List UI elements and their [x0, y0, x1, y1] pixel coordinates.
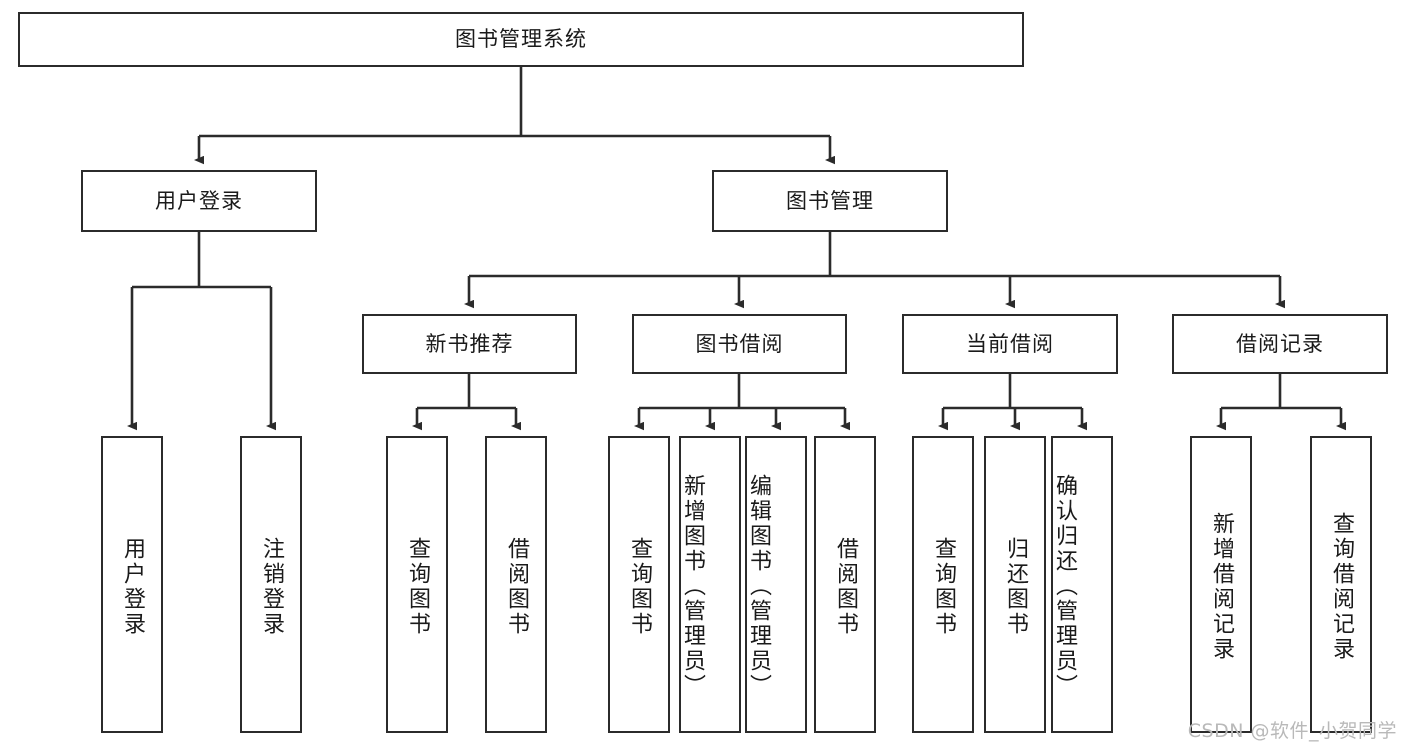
watermark-text: CSDN @软件_小贺同学 [1187, 720, 1397, 742]
node-leaf-query-book-2-label: 查询图书 [627, 536, 652, 637]
node-leaf-add-book-admin[interactable]: 新增图书（管理员） [679, 436, 741, 733]
node-book-management-label: 图书管理 [786, 188, 874, 213]
node-leaf-query-book-2[interactable]: 查询图书 [608, 436, 670, 733]
node-book-management[interactable]: 图书管理 [712, 170, 948, 232]
node-leaf-query-book-3-label: 查询图书 [931, 536, 956, 637]
node-leaf-edit-book-admin[interactable]: 编辑图书（管理员） [745, 436, 807, 733]
node-leaf-query-book-1[interactable]: 查询图书 [386, 436, 448, 733]
node-leaf-borrow-book-2-label: 借阅图书 [833, 536, 858, 637]
node-current-borrow-label: 当前借阅 [966, 331, 1054, 356]
node-leaf-confirm-return-admin[interactable]: 确认归还（管理员） [1051, 436, 1113, 733]
node-leaf-logout-login-label: 注销登录 [259, 536, 284, 637]
node-leaf-borrow-book-1-label: 借阅图书 [504, 536, 529, 637]
node-leaf-logout-login[interactable]: 注销登录 [240, 436, 302, 733]
node-leaf-query-book-1-label: 查询图书 [405, 536, 430, 637]
node-leaf-query-book-3[interactable]: 查询图书 [912, 436, 974, 733]
node-leaf-return-book[interactable]: 归还图书 [984, 436, 1046, 733]
node-root-label: 图书管理系统 [455, 27, 587, 52]
node-new-book-recommend[interactable]: 新书推荐 [362, 314, 577, 374]
node-leaf-confirm-return-admin-label: 确认归还（管理员） [1052, 474, 1077, 699]
node-leaf-query-borrow-record-label: 查询借阅记录 [1329, 511, 1354, 662]
node-borrow-record[interactable]: 借阅记录 [1172, 314, 1388, 374]
node-book-borrow-label: 图书借阅 [695, 331, 784, 356]
node-leaf-add-book-admin-label: 新增图书（管理员） [680, 474, 705, 699]
node-leaf-query-borrow-record[interactable]: 查询借阅记录 [1310, 436, 1372, 733]
node-leaf-user-login[interactable]: 用户登录 [101, 436, 163, 733]
node-leaf-add-borrow-record-label: 新增借阅记录 [1209, 511, 1234, 662]
node-user-login[interactable]: 用户登录 [81, 170, 317, 232]
node-user-login-label: 用户登录 [155, 188, 243, 213]
node-leaf-borrow-book-1[interactable]: 借阅图书 [485, 436, 547, 733]
node-leaf-return-book-label: 归还图书 [1003, 536, 1028, 637]
node-leaf-user-login-label: 用户登录 [120, 536, 145, 637]
node-leaf-edit-book-admin-label: 编辑图书（管理员） [746, 474, 771, 699]
node-new-book-recommend-label: 新书推荐 [425, 331, 514, 356]
node-root[interactable]: 图书管理系统 [18, 12, 1024, 67]
node-book-borrow[interactable]: 图书借阅 [632, 314, 847, 374]
node-current-borrow[interactable]: 当前借阅 [902, 314, 1118, 374]
node-leaf-borrow-book-2[interactable]: 借阅图书 [814, 436, 876, 733]
node-leaf-add-borrow-record[interactable]: 新增借阅记录 [1190, 436, 1252, 733]
node-borrow-record-label: 借阅记录 [1236, 331, 1324, 356]
